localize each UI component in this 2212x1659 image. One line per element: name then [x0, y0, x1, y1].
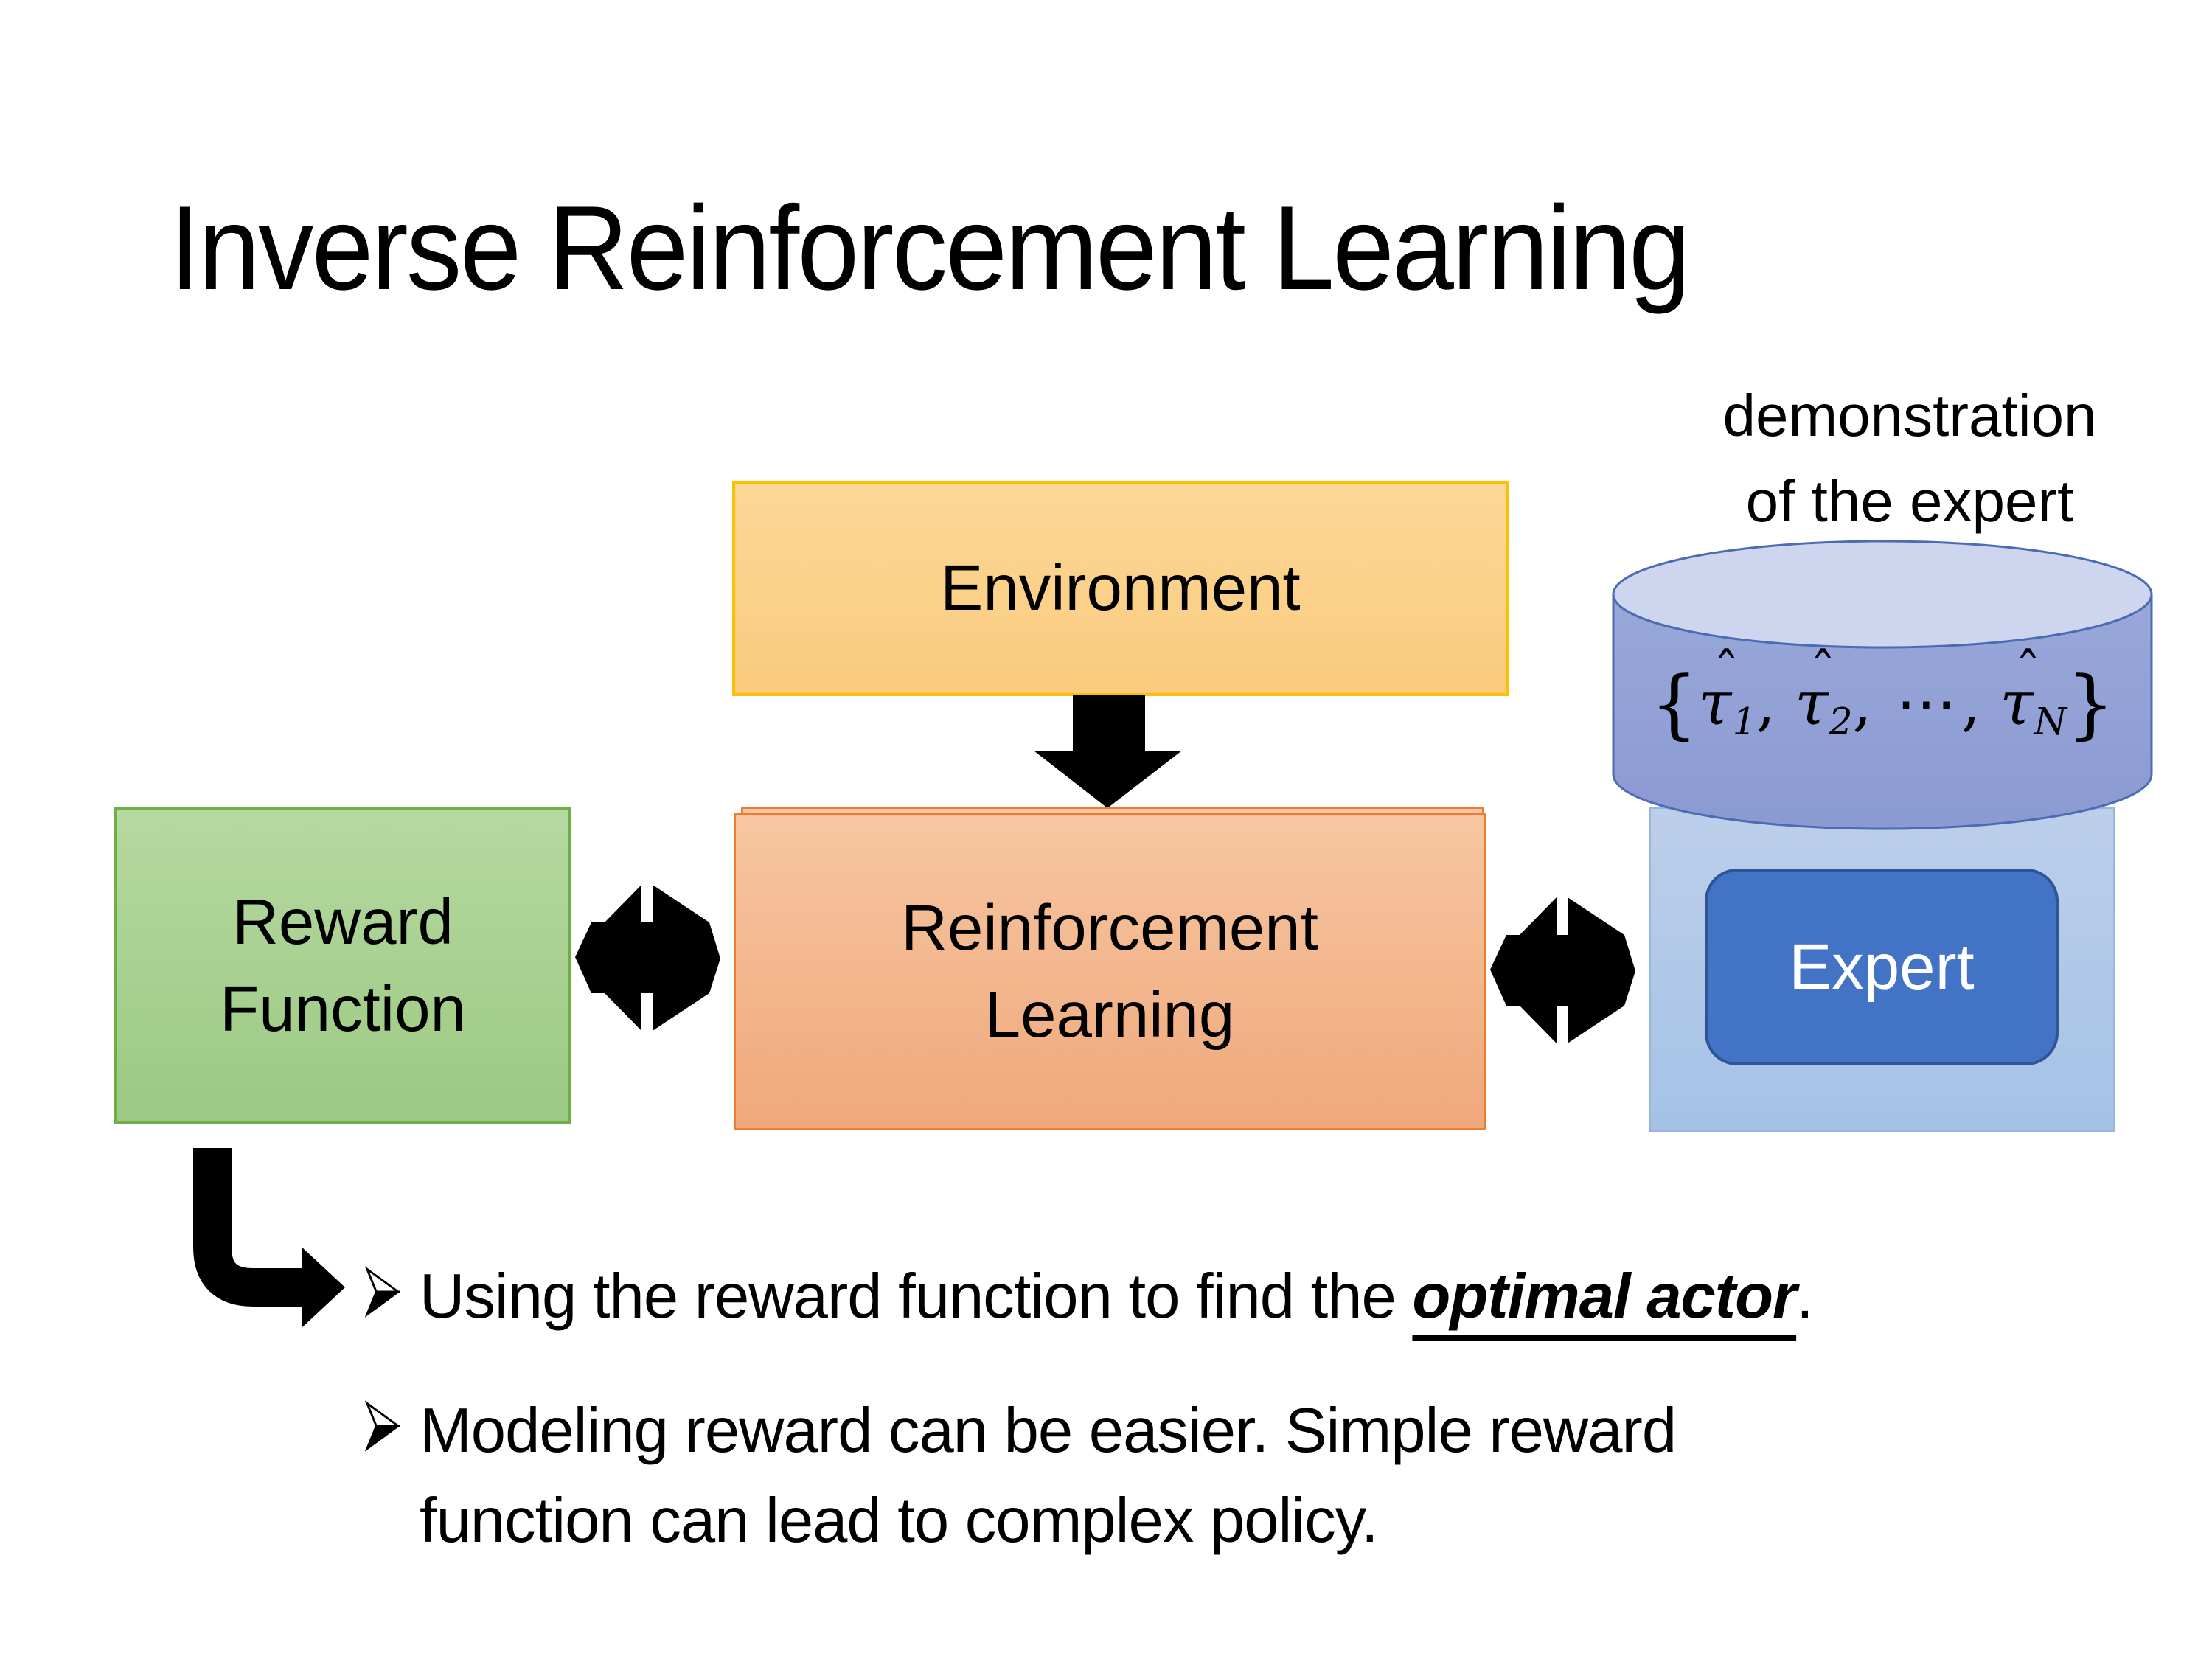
- bullet-1-text: Using the reward function to find the op…: [420, 1252, 1814, 1342]
- hat-accent: ˆ: [2014, 641, 2041, 702]
- bullet-2-line-2: function can lead to complex policy.: [420, 1486, 1379, 1556]
- formula-comma: ,: [1756, 668, 1775, 739]
- hat-accent: ˆ: [1809, 641, 1836, 702]
- formula-comma: ,: [1852, 668, 1872, 739]
- reward-label-line-2: Function: [220, 973, 466, 1045]
- database-cylinder-icon: [1612, 540, 2153, 830]
- expert-box: Expert: [1705, 869, 2059, 1065]
- reward-function-box: Reward Function: [114, 807, 571, 1124]
- formula-subscript-1: 1: [1732, 700, 1756, 744]
- environment-box: Environment: [732, 481, 1509, 696]
- bullet-1-prefix: Using the reward function to find the: [420, 1262, 1413, 1332]
- tau-symbol: τ: [1794, 668, 1829, 739]
- down-arrow-icon: [1034, 695, 1182, 808]
- rl-label-line-1: Reinforcement: [901, 892, 1318, 964]
- reinforcement-learning-box: Reinforcement Learning: [734, 813, 1486, 1130]
- formula-subscript-2: 2: [1829, 700, 1853, 744]
- arrowhead-bullet-icon: [365, 1400, 400, 1452]
- double-arrow-icon-left: [575, 885, 720, 1031]
- formula-open-brace: {: [1649, 661, 1699, 748]
- annotation-line-1: demonstration: [1722, 383, 2097, 448]
- bent-arrow-icon: [193, 1148, 345, 1327]
- formula-comma: ,: [1961, 668, 1980, 739]
- bullet-item-2: Modeling reward can be easier. Simple re…: [365, 1386, 1677, 1566]
- reward-label-line-1: Reward: [232, 886, 453, 958]
- page-title: Inverse Reinforcement Learning: [170, 181, 1691, 315]
- formula-cdots: ⋯: [1896, 668, 1957, 739]
- bullet-2-text: Modeling reward can be easier. Simple re…: [420, 1386, 1677, 1566]
- hat-accent: ˆ: [1713, 641, 1739, 702]
- tau-symbol: τ: [2000, 668, 2034, 739]
- formula-close-brace: }: [2066, 661, 2115, 748]
- bullet-1-suffix: .: [1796, 1262, 1814, 1332]
- arrowhead-bullet-icon: [365, 1266, 400, 1318]
- bullet-2-line-1: Modeling reward can be easier. Simple re…: [420, 1396, 1677, 1466]
- demonstration-annotation: demonstration of the expert: [1666, 373, 2153, 544]
- bullet-item-1: Using the reward function to find the op…: [365, 1252, 1814, 1342]
- expert-label: Expert: [1789, 931, 1975, 1003]
- formula-subscript-N: N: [2034, 700, 2067, 744]
- annotation-line-2: of the expert: [1745, 468, 2074, 534]
- bullet-1-emphasis: optimal actor: [1412, 1262, 1797, 1332]
- rl-label-line-2: Learning: [984, 979, 1235, 1051]
- environment-label: Environment: [940, 552, 1301, 624]
- tau-symbol: τ: [1698, 668, 1732, 739]
- double-arrow-icon-right: [1490, 897, 1635, 1043]
